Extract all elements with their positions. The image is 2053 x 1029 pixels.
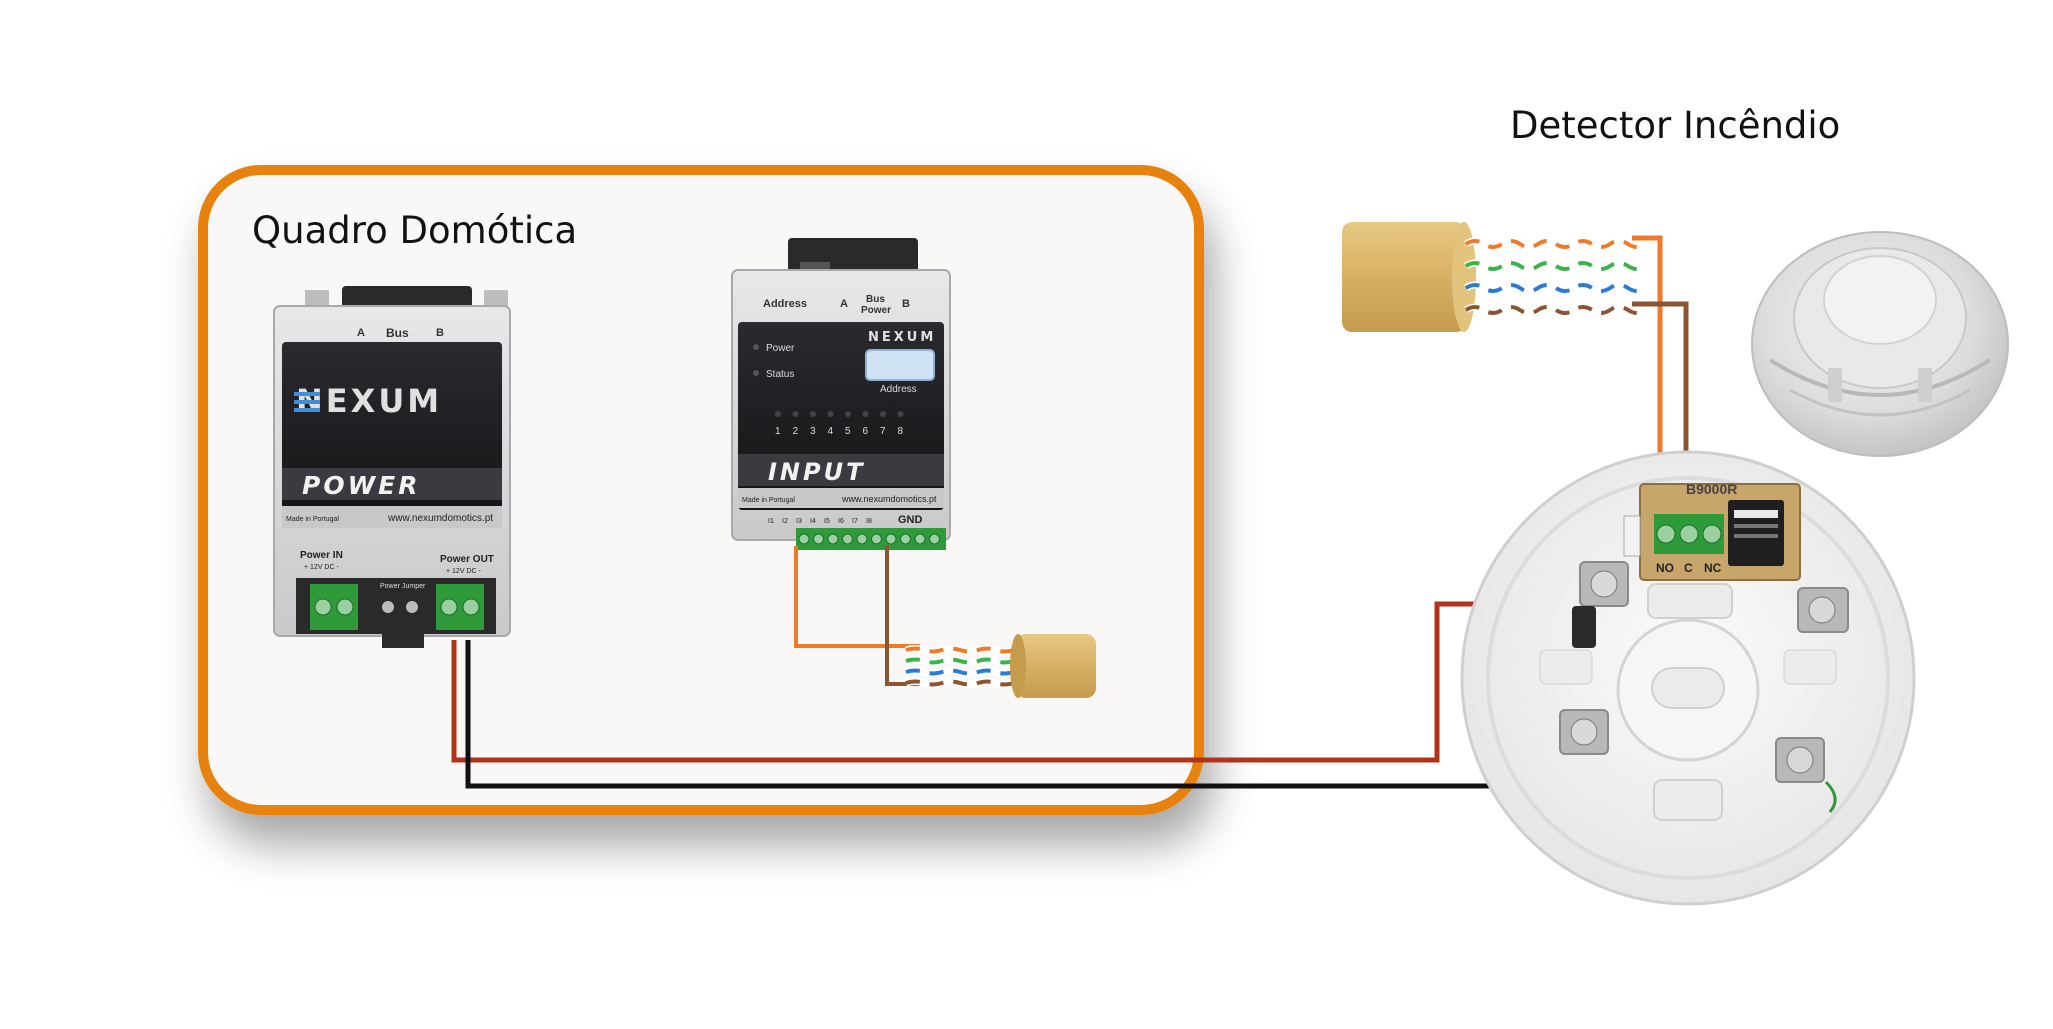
jumper-label: Jumper — [402, 583, 426, 590]
channel-led — [792, 411, 799, 417]
channel-led — [845, 411, 851, 417]
screw-terminal — [1775, 737, 1825, 783]
channel-number: 5 — [845, 426, 851, 437]
channel-led — [897, 411, 904, 417]
terminal-label: I6 — [838, 518, 844, 525]
channel-led — [810, 411, 816, 417]
smoke-detector-icon — [1751, 231, 2009, 457]
power-out-sub: + 12V DC - — [446, 568, 481, 575]
cable-icon — [1342, 222, 1648, 332]
screw-terminal — [1559, 709, 1609, 755]
terminal-block-icon — [436, 584, 484, 630]
terminal-label: I3 — [796, 518, 802, 525]
relay-model: B9000R — [1686, 481, 1737, 497]
terminal-label: I7 — [852, 518, 858, 525]
input-module-name: INPUT — [768, 458, 865, 486]
cable-icon — [904, 634, 1096, 698]
terminal-label: I4 — [810, 518, 816, 525]
input-website: www.nexumdomotics.pt — [841, 494, 937, 504]
power-out-label: Power OUT — [440, 554, 494, 565]
channel-led — [862, 411, 869, 417]
detector-title: Detector Incêndio — [1510, 104, 1840, 147]
input-made-in: Made in Portugal — [742, 497, 795, 504]
gnd-label: GND — [898, 514, 923, 526]
channel-leds — [775, 411, 904, 417]
wire-brown-detector — [1632, 301, 1689, 516]
wire-orange-input — [794, 546, 920, 648]
channel-led — [880, 411, 886, 417]
detector-base-icon: B9000R NO C NC — [1460, 450, 1916, 906]
power-in-label: Power IN — [300, 550, 343, 561]
contact-no: NO — [1656, 561, 1674, 575]
led-status-label: Status — [766, 369, 794, 380]
power-module: A Bus B NEXUM POWER Made in Portugal www… — [273, 286, 511, 648]
screw-terminal — [1572, 561, 1629, 648]
power-module-name: POWER — [302, 471, 420, 500]
screw-terminal — [1797, 587, 1849, 633]
power-website: www.nexumdomotics.pt — [387, 513, 493, 524]
address-display — [865, 349, 935, 381]
jumper-power-label: Power — [380, 583, 401, 590]
terminal-label: I1 — [768, 518, 774, 525]
input-top-address: Address — [763, 298, 807, 310]
terminal-block-icon — [796, 528, 946, 550]
channel-number: 4 — [828, 426, 834, 437]
terminal-label: I2 — [782, 518, 788, 525]
terminal-block-icon — [310, 584, 358, 630]
address-label: Address — [880, 384, 917, 395]
power-made-in: Made in Portugal — [286, 516, 339, 523]
channel-number: 2 — [793, 426, 799, 437]
terminal-label: I8 — [866, 518, 872, 525]
power-top-bus: Bus — [386, 326, 409, 340]
channel-led — [827, 411, 834, 417]
channel-number: 3 — [810, 426, 816, 437]
wire-orange-detector — [1632, 235, 1663, 516]
relay-board: B9000R NO C NC — [1623, 481, 1801, 581]
led-power-label: Power — [766, 343, 795, 354]
contact-c: C — [1684, 561, 1693, 575]
power-in-sub: + 12V DC - — [304, 564, 339, 571]
terminal-label: I5 — [824, 518, 830, 525]
input-top-bus: Bus — [866, 294, 885, 305]
channel-number: 1 — [775, 426, 781, 437]
panel-title: Quadro Domótica — [252, 209, 577, 252]
input-top-power: Power — [861, 305, 891, 316]
power-top-b: B — [436, 327, 444, 339]
input-module: Address A Bus Power B NEXUM Power Status… — [731, 238, 951, 550]
input-brand-logo: NEXUM — [868, 330, 936, 345]
channel-number: 7 — [880, 426, 886, 437]
channel-number: 8 — [898, 426, 904, 437]
channel-number: 6 — [863, 426, 869, 437]
channel-led — [775, 411, 781, 417]
terminal-labels: I1 I2 I3 I4 I5 I6 I7 I8 — [768, 518, 872, 525]
input-top-a: A — [840, 298, 848, 310]
input-top-b: B — [902, 298, 910, 310]
contact-nc: NC — [1704, 561, 1722, 575]
power-top-a: A — [357, 327, 365, 339]
